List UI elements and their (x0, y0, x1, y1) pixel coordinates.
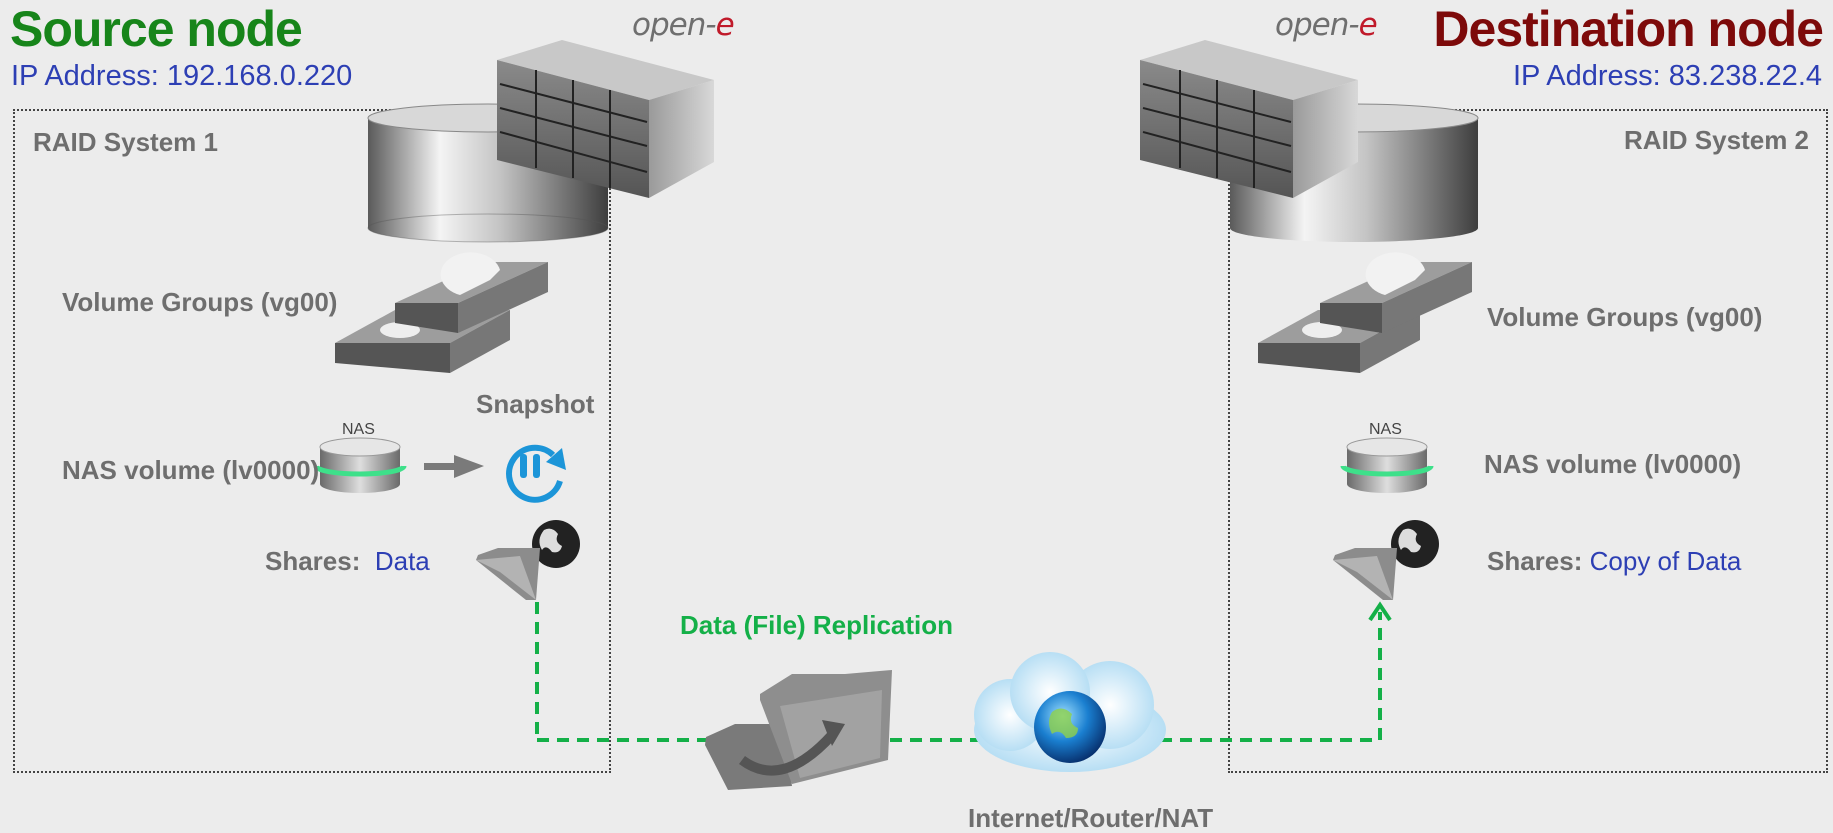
destination-node-box (1228, 109, 1828, 773)
source-shares-label: Shares: (265, 546, 361, 576)
server-enclosure-icon (1140, 40, 1358, 198)
network-share-icon (1333, 520, 1439, 600)
destination-nas-badge: NAS (1369, 421, 1402, 438)
destination-nas-volume-label: NAS volume (lv0000) (1484, 449, 1742, 479)
replication-label: Data (File) Replication (680, 610, 954, 640)
network-label: Internet/Router/NAT (968, 803, 1214, 833)
nas-drive-icon (1340, 437, 1434, 493)
source-nas-volume-label: NAS volume (lv0000) (62, 455, 320, 485)
source-volume-groups-label: Volume Groups (vg00) (62, 287, 338, 317)
destination-node-title: Destination node (1433, 1, 1824, 57)
source-ip-address: IP Address: 192.168.0.220 (11, 60, 353, 92)
snapshot-icon (506, 444, 566, 503)
open-e-logo-destination: open-e (1275, 7, 1378, 43)
volume-groups-icon (335, 252, 548, 373)
destination-volume-groups-label: Volume Groups (vg00) (1487, 302, 1763, 332)
destination-shares: Shares: Copy of Data (1487, 548, 1741, 574)
destination-shares-value: Copy of Data (1589, 546, 1742, 576)
open-e-logo-source: open-e (632, 7, 735, 43)
source-node-title: Source node (10, 1, 303, 57)
destination-shares-label: Shares: (1487, 546, 1583, 576)
source-nas-badge: NAS (342, 421, 375, 438)
server-enclosure-icon (497, 40, 714, 198)
internet-cloud-icon (974, 652, 1166, 772)
nas-drive-icon (313, 437, 407, 493)
volume-groups-icon (1258, 252, 1472, 373)
source-raid-label: RAID System 1 (33, 127, 218, 157)
source-node-box (13, 109, 611, 773)
replication-arrowhead (1368, 601, 1392, 622)
source-snapshot-label: Snapshot (476, 389, 595, 419)
network-share-icon (476, 520, 580, 600)
snapshot-arrow (424, 455, 484, 478)
replication-folders-icon (705, 670, 892, 790)
source-shares: Shares: Data (265, 548, 430, 574)
source-shares-value: Data (374, 546, 430, 576)
replication-path (535, 602, 1382, 742)
destination-raid-label: RAID System 2 (1624, 125, 1809, 155)
destination-ip-address: IP Address: 83.238.22.4 (1512, 60, 1822, 92)
